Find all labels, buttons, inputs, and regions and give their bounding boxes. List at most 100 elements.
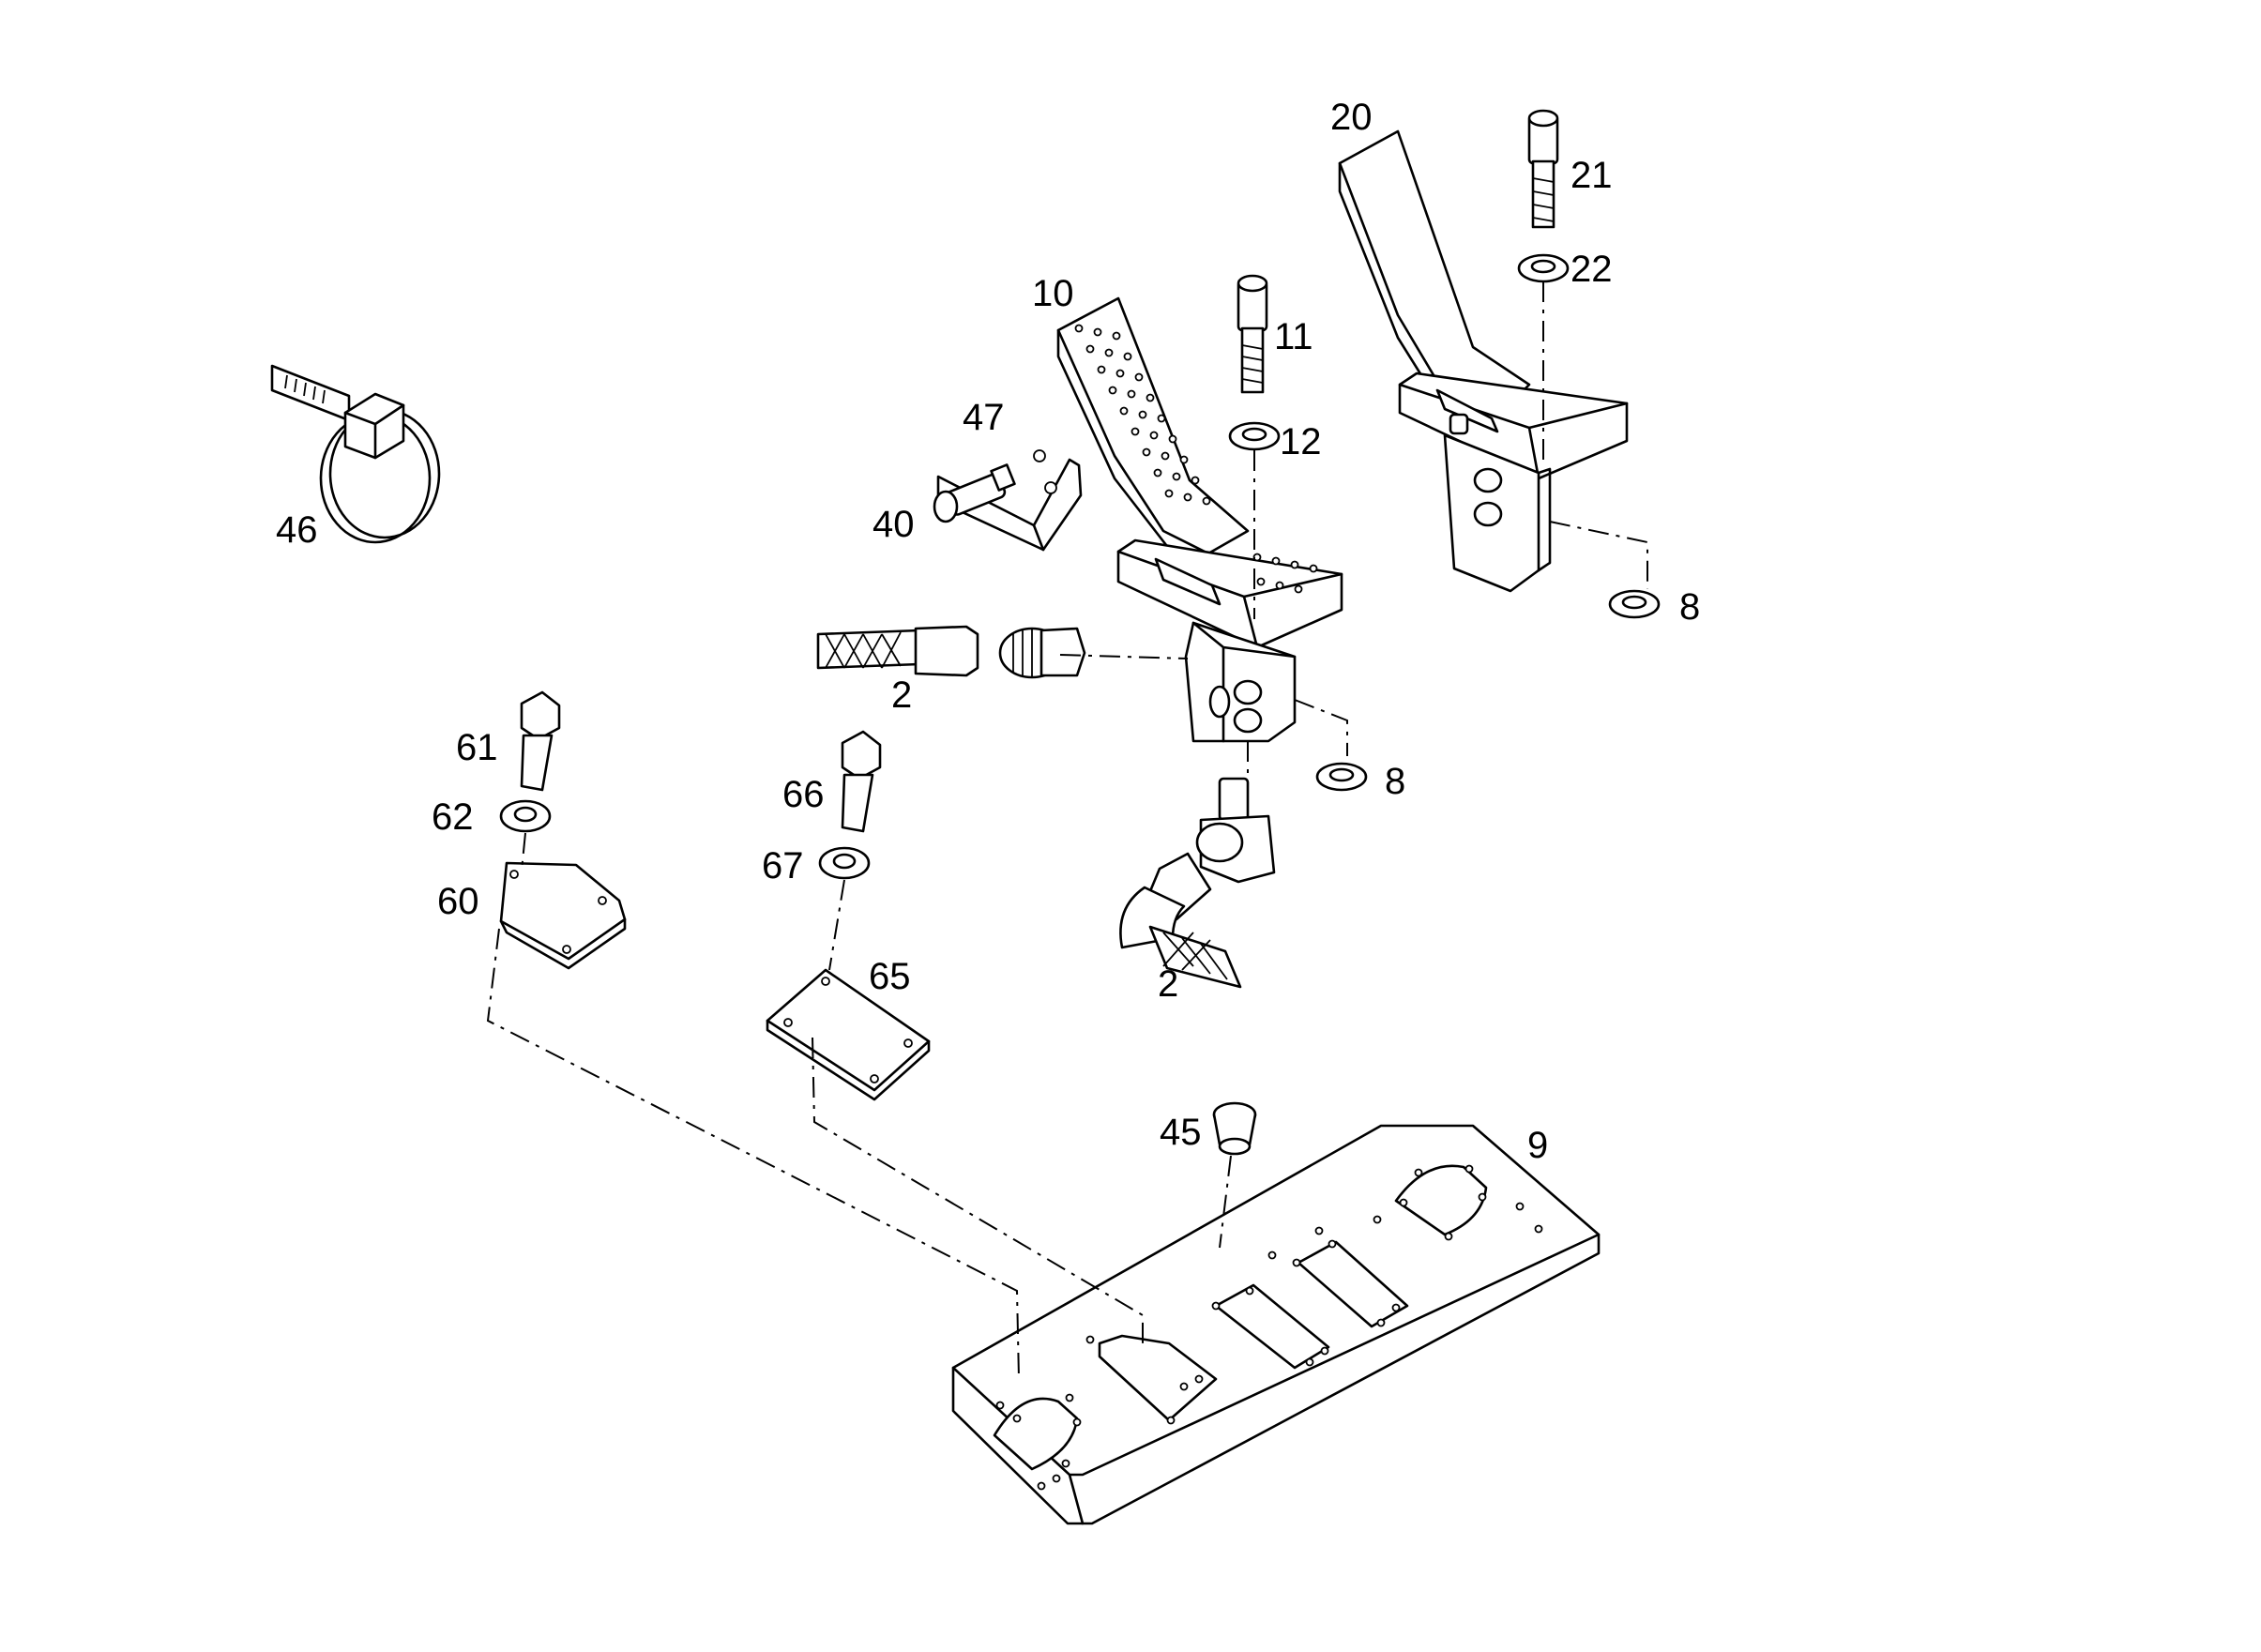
- perforation-hole: [1052, 1474, 1061, 1483]
- perforation-hole: [1202, 496, 1211, 506]
- washer-part-8-upper: [1608, 589, 1661, 619]
- perforation-hole: [1290, 560, 1299, 569]
- perforation-hole: [1314, 1226, 1324, 1235]
- perforation-hole: [1085, 1335, 1095, 1344]
- screw-part-11: [1237, 274, 1268, 394]
- perforation-hole: [1179, 455, 1189, 464]
- perforation-hole: [1072, 1417, 1082, 1427]
- callout-8-lower: 8: [1385, 761, 1405, 802]
- callout-2-lower: 2: [1158, 963, 1178, 1005]
- valve-body: [1184, 621, 1297, 743]
- perforation-hole: [1194, 1374, 1204, 1384]
- callout-12: 12: [1280, 421, 1322, 462]
- perforation-hole: [1414, 1168, 1423, 1177]
- perforation-hole: [1399, 1198, 1408, 1207]
- perforation-hole: [1373, 1215, 1382, 1224]
- perforation-hole: [1112, 331, 1121, 341]
- perforation-hole: [1127, 389, 1136, 399]
- plate-part-60: [499, 861, 627, 970]
- plate-part-65: [766, 968, 931, 1101]
- callout-46: 46: [276, 509, 318, 551]
- perforation-hole: [1320, 1346, 1329, 1356]
- callout-10: 10: [1032, 273, 1074, 314]
- callout-67: 67: [762, 845, 804, 887]
- perforation-hole: [1123, 352, 1132, 361]
- perforation-hole: [1085, 344, 1095, 354]
- washer-part-22: [1517, 253, 1570, 283]
- perforation-hole: [1161, 451, 1170, 461]
- perforation-hole: [1211, 1301, 1221, 1311]
- perforation-hole: [1376, 1318, 1386, 1327]
- pedal-part-20: [1338, 129, 1629, 593]
- callout-8-upper: 8: [1679, 586, 1700, 628]
- callout-20: 20: [1330, 97, 1373, 138]
- perforation-hole: [1267, 1250, 1277, 1260]
- perforation-hole: [1115, 369, 1125, 378]
- perforation-hole: [1149, 431, 1159, 440]
- pedal-part-10: [1056, 296, 1343, 649]
- callout-47: 47: [963, 397, 1005, 438]
- callout-61: 61: [456, 727, 498, 768]
- perforation-hole: [1534, 1224, 1543, 1234]
- hose-part-2-upper: [816, 625, 1086, 679]
- perforation-hole: [1391, 1303, 1401, 1312]
- perforation-hole: [1478, 1192, 1487, 1202]
- washer-part-62: [499, 799, 552, 833]
- perforation-hole: [1012, 1414, 1022, 1423]
- callout-22: 22: [1571, 249, 1613, 290]
- base-plate-part-9: [951, 1124, 1601, 1525]
- callout-60: 60: [437, 881, 479, 922]
- bolt-part-66: [841, 730, 882, 833]
- perforation-hole: [1074, 324, 1084, 333]
- perforation-hole: [1061, 1459, 1070, 1468]
- perforation-hole: [1444, 1232, 1453, 1241]
- washer-part-67: [818, 846, 871, 880]
- bolt-part-61: [520, 690, 561, 792]
- callout-66: 66: [782, 774, 825, 815]
- perforation-hole: [1168, 434, 1177, 444]
- callout-2-upper: 2: [891, 674, 912, 716]
- perforation-hole: [1130, 427, 1140, 436]
- perforation-hole: [1138, 410, 1147, 419]
- perforation-hole: [1104, 348, 1114, 357]
- perforation-hole: [1328, 1239, 1337, 1249]
- sensor-part-40: [933, 463, 1016, 523]
- perforation-hole: [1179, 1382, 1189, 1391]
- perforation-hole: [1191, 476, 1200, 485]
- perforation-hole: [1119, 406, 1129, 416]
- perforation-hole: [1142, 447, 1151, 457]
- perforation-hole: [1183, 493, 1192, 502]
- perforation-hole: [1256, 577, 1266, 586]
- perforation-hole: [1275, 581, 1284, 590]
- grommet-part-45: [1212, 1101, 1257, 1156]
- perforation-hole: [1108, 386, 1117, 395]
- callout-65: 65: [869, 956, 911, 997]
- perforation-hole: [1153, 468, 1162, 477]
- perforation-hole: [1271, 556, 1281, 566]
- perforation-hole: [1093, 327, 1102, 337]
- perforation-hole: [1245, 1286, 1254, 1296]
- perforation-hole: [1305, 1357, 1314, 1367]
- washer-part-8-lower: [1315, 762, 1368, 792]
- washer-part-12: [1228, 421, 1281, 451]
- callout-labels: 2 2 8 8 9 10 11 12 20 21 22 40 45 46 47 …: [276, 97, 1700, 1166]
- perforation-hole: [1172, 472, 1181, 481]
- callout-45: 45: [1160, 1112, 1202, 1153]
- cable-tie-part-46: [270, 364, 441, 544]
- screw-part-21: [1527, 109, 1559, 229]
- perforation-hole: [1166, 1416, 1176, 1425]
- perforation-hole: [1065, 1393, 1074, 1402]
- perforation-hole: [1292, 1258, 1301, 1267]
- callout-62: 62: [432, 796, 474, 838]
- perforation-hole: [1134, 372, 1144, 382]
- perforation-hole: [1157, 414, 1166, 423]
- callout-9: 9: [1527, 1125, 1548, 1166]
- perforation-hole: [1464, 1164, 1474, 1174]
- perforation-hole: [1164, 489, 1174, 498]
- center-lines: [486, 281, 1648, 1380]
- perforation-hole: [1146, 393, 1155, 402]
- callout-40: 40: [873, 504, 915, 545]
- perforation-hole: [1097, 365, 1106, 374]
- perforation-hole: [1294, 584, 1303, 594]
